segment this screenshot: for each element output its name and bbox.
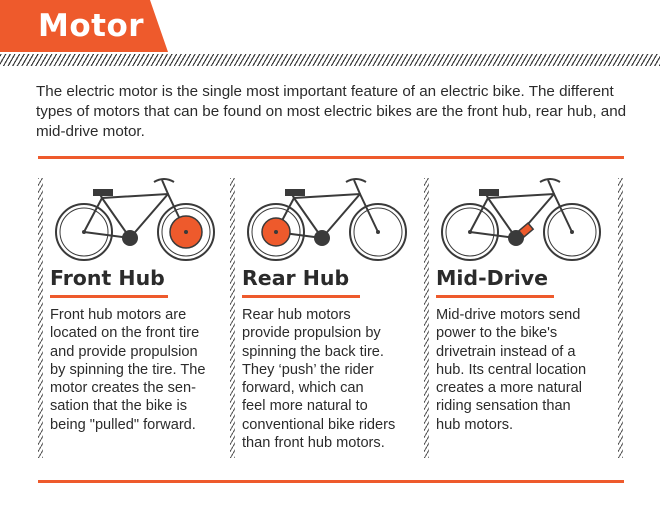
text-line: sation that the bike is <box>50 398 188 415</box>
column-title-front-hub: Front Hub <box>50 266 165 290</box>
column-hatch-2 <box>230 178 235 458</box>
column-title-rear-hub: Rear Hub <box>242 266 350 290</box>
text-line: Mid-drive motors send <box>436 307 581 323</box>
text-line: hub motors. <box>436 416 514 433</box>
top-rule <box>38 156 624 159</box>
column-hatch-4 <box>618 178 623 458</box>
text-line: spinning the back tire. <box>242 343 384 360</box>
text-line: by spinning the tire. The <box>50 361 206 378</box>
column-underline <box>242 295 360 298</box>
column-text-mid-drive: Mid-drive motors send power to the bike'… <box>436 306 616 434</box>
bicycle-front-hub-icon <box>55 178 215 261</box>
text-line: Rear hub motors <box>242 307 351 323</box>
text-line: conventional bike riders <box>242 416 396 433</box>
text-line: provide propulsion by <box>242 325 381 342</box>
text-line: being "pulled" forward. <box>50 416 196 433</box>
column-hatch-3 <box>424 178 429 458</box>
column-title-mid-drive: Mid-Drive <box>436 266 549 290</box>
bicycle-mid-drive-icon <box>441 178 601 261</box>
text-line: motor creates the sen- <box>50 380 197 397</box>
bicycle-rear-hub-icon <box>247 178 407 261</box>
column-rear-hub: Rear Hub Rear hub motors provide propuls… <box>242 172 422 452</box>
column-text-rear-hub: Rear hub motors provide propulsion by sp… <box>242 306 422 452</box>
intro-paragraph: The electric motor is the single most im… <box>36 83 627 140</box>
text-line: and provide propulsion <box>50 343 198 360</box>
text-line: forward, which can <box>242 380 364 397</box>
column-hatch-1 <box>38 178 43 458</box>
text-line: feel more natural to <box>242 398 368 415</box>
text-line: than front hub motors. <box>242 435 385 452</box>
column-mid-drive: Mid-Drive Mid-drive motors send power to… <box>436 172 616 434</box>
column-underline <box>50 295 168 298</box>
column-front-hub: Front Hub Front hub motors are located o… <box>50 172 230 434</box>
text-line: They ‘push’ the rider <box>242 361 374 378</box>
page-title: Motor <box>38 8 145 44</box>
text-line: riding sensation than <box>436 398 571 415</box>
bottom-rule <box>38 480 624 483</box>
text-line: creates a more natural <box>436 380 583 397</box>
text-line: drivetrain instead of a <box>436 343 576 360</box>
hatch-divider <box>0 54 660 66</box>
column-text-front-hub: Front hub motors are located on the fron… <box>50 306 230 434</box>
text-line: power to the bike's <box>436 325 558 342</box>
text-line: Front hub motors are <box>50 307 187 323</box>
column-underline <box>436 295 554 298</box>
text-line: hub. Its central location <box>436 361 587 378</box>
text-line: located on the front tire <box>50 325 200 342</box>
header-banner <box>0 0 168 52</box>
